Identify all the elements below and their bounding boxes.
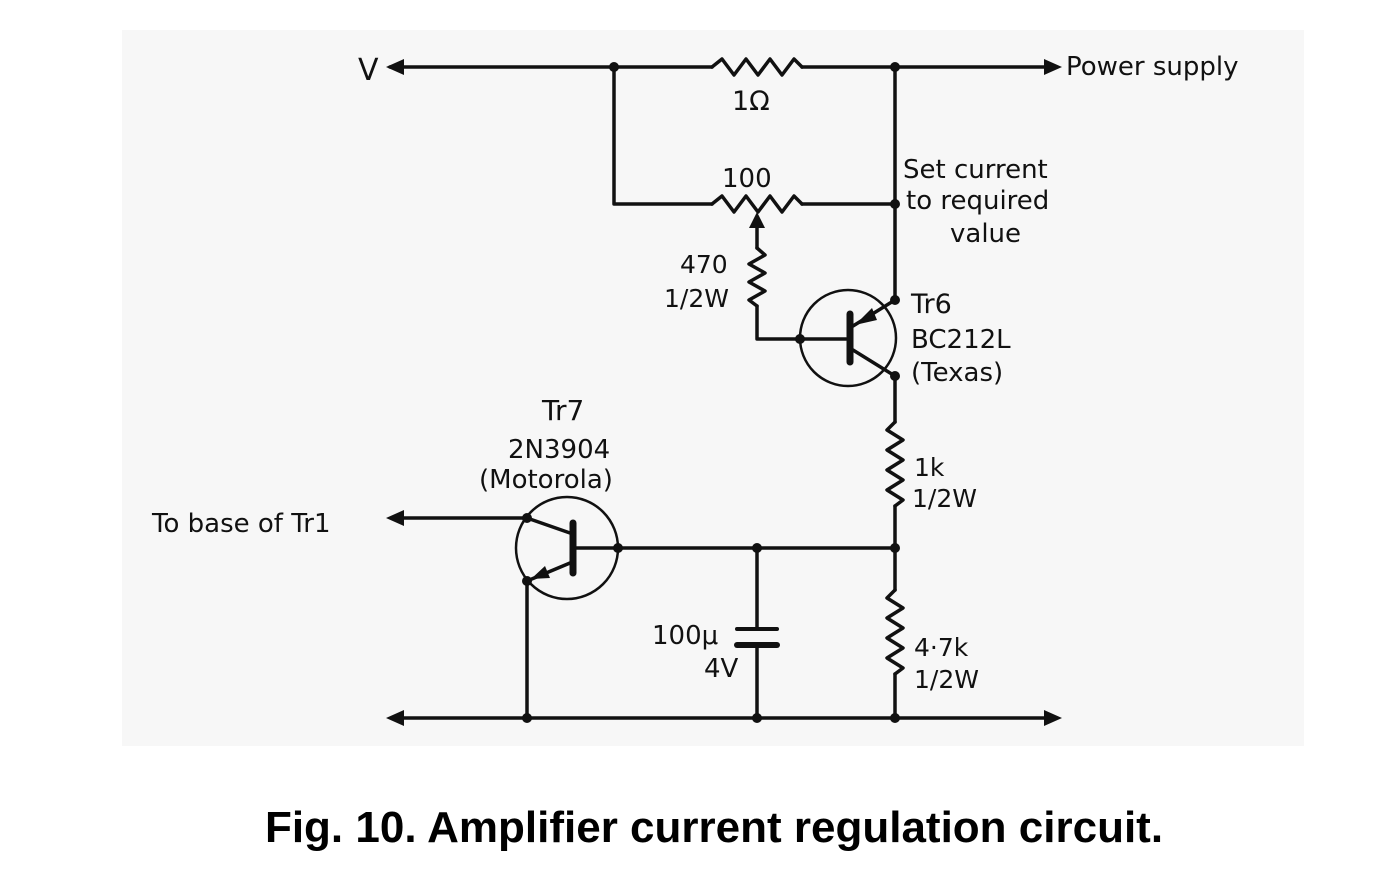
tr6-collector-lead	[851, 348, 897, 378]
label-power-supply: Power supply	[1066, 52, 1239, 82]
tr7-emitter-arrow-icon	[531, 566, 550, 579]
label-r47k-value: 4·7k	[914, 633, 969, 662]
junction-dot	[752, 713, 762, 723]
bottom-left-arrow-icon	[386, 710, 404, 726]
resistor-4-7k	[885, 588, 905, 676]
label-tr6-type: BC212L	[911, 325, 1011, 355]
label-1ohm: 1Ω	[732, 86, 770, 117]
pot-left-wire	[612, 65, 714, 206]
label-pot-note-1: Set current	[903, 155, 1048, 185]
junction-dot	[752, 543, 762, 553]
label-tr6-name: Tr6	[910, 289, 952, 320]
junction-dot	[890, 713, 900, 723]
scan-background	[122, 30, 1304, 746]
resistor-1ohm	[710, 57, 804, 77]
pot-wiper-arrow-icon	[749, 212, 765, 228]
junction-dot	[890, 371, 900, 381]
label-to-base: To base of Tr1	[151, 509, 331, 539]
power-supply-arrow-icon	[1044, 59, 1062, 75]
resistor-470	[747, 246, 767, 308]
junction-dot	[890, 295, 900, 305]
to-base-arrow-icon	[386, 510, 404, 526]
figure-caption: Fig. 10. Amplifier current regulation ci…	[265, 803, 1163, 852]
junction-dot	[522, 576, 532, 586]
label-tr6-maker: (Texas)	[911, 358, 1003, 388]
junction-dot	[890, 62, 900, 72]
tr7-collector-lead	[525, 516, 572, 535]
label-tr7-type: 2N3904	[508, 435, 610, 465]
bottom-right-arrow-icon	[1044, 710, 1062, 726]
label-r47k-power: 1/2W	[914, 665, 979, 694]
label-tr7-maker: (Motorola)	[479, 465, 613, 495]
label-r470-value: 470	[680, 250, 728, 279]
junction-dot	[613, 543, 623, 553]
v-arrow-icon	[386, 59, 404, 75]
label-v: V	[358, 53, 379, 88]
label-pot-note-3: value	[950, 219, 1021, 249]
label-cap-value: 100μ	[652, 621, 718, 651]
junction-dot	[609, 62, 619, 72]
label-pot-100: 100	[722, 164, 772, 194]
potentiometer-100	[710, 194, 804, 214]
label-r1k-value: 1k	[914, 453, 945, 482]
label-r1k-power: 1/2W	[912, 484, 977, 513]
junction-dot	[795, 334, 805, 344]
junction-dot	[890, 199, 900, 209]
label-tr7-name: Tr7	[541, 394, 584, 427]
resistor-1k	[885, 420, 905, 508]
label-r470-power: 1/2W	[664, 284, 729, 313]
junction-dot	[890, 543, 900, 553]
label-pot-note-2: to required	[906, 186, 1049, 216]
tr6-base-wire	[755, 304, 848, 341]
label-cap-voltage: 4V	[704, 654, 739, 684]
tr6-emitter-arrow-icon	[855, 308, 877, 325]
junction-dot	[522, 713, 532, 723]
junction-dot	[522, 513, 532, 523]
